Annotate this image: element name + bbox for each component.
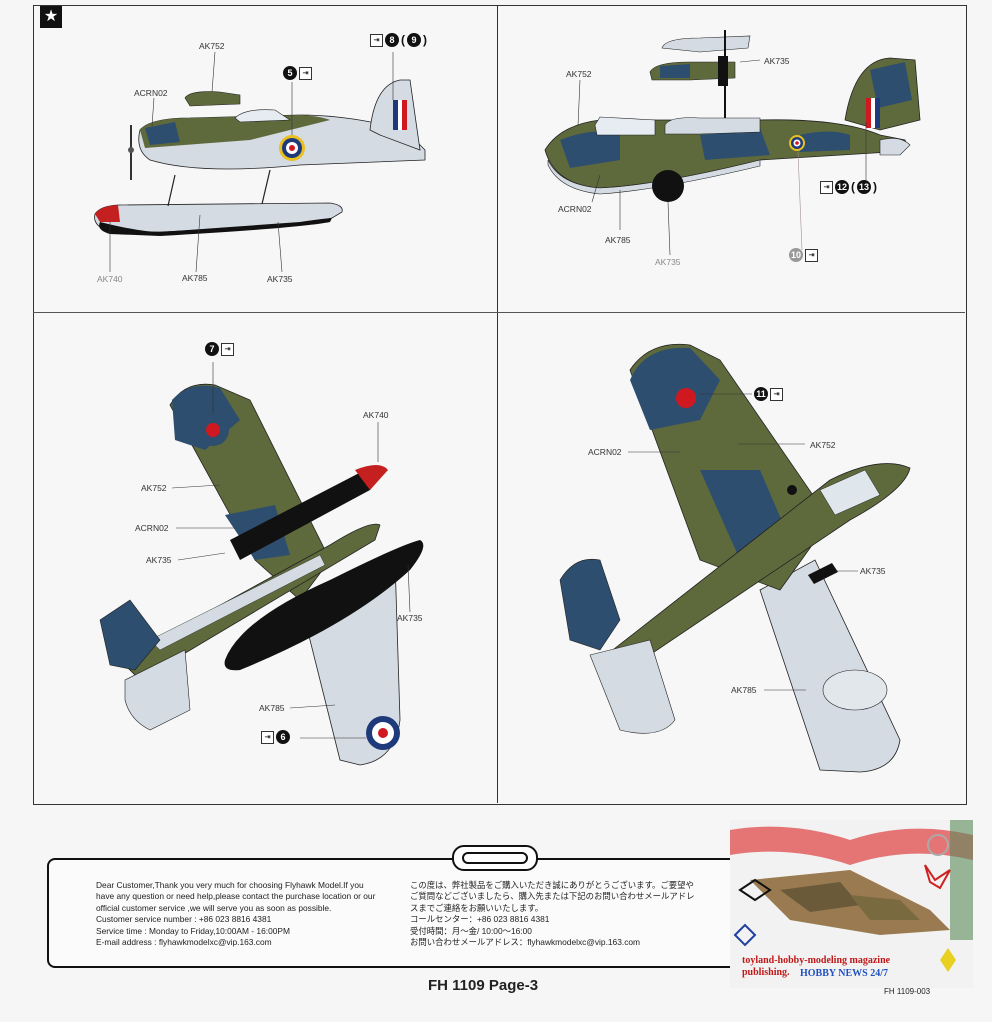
page-code: FH 1109-003 [884, 987, 931, 996]
decal-number: 7 [205, 342, 219, 356]
watermark-line2: publishing. [742, 967, 790, 978]
contact-en-line: E-mail address : flyhawkmodelxc@vip.163.… [96, 937, 272, 948]
decal-number: 13 [857, 180, 871, 194]
decal-number: 6 [276, 730, 290, 744]
label-ak752-br: AK752 [810, 440, 836, 450]
label-ak740-tl: AK740 [97, 274, 123, 284]
decal-number: 12 [835, 180, 849, 194]
contact-en-line: Customer service number : +86 023 8816 4… [96, 914, 272, 925]
horizontal-divider [33, 312, 965, 313]
contact-jp-line: この度は、弊社製品をご購入いただき誠にありがとうございます。ご要望や [410, 880, 694, 890]
decal-number: 10 [789, 248, 803, 262]
decal-number: 8 [385, 33, 399, 47]
decal-8-9: ⇥ 8 ( 9 ) [370, 33, 427, 47]
contact-en-line: have any question or need help,please co… [96, 891, 376, 902]
water-slide-icon: ⇥ [820, 180, 833, 194]
label-ak735-bl2: AK735 [397, 613, 423, 623]
contact-english: Dear Customer,Thank you very much for ch… [96, 880, 406, 948]
label-ak785-bl: AK785 [259, 703, 285, 713]
contact-japanese: この度は、弊社製品をご購入いただき誠にありがとうございます。ご要望や ご質問など… [410, 880, 710, 948]
vertical-divider [497, 5, 498, 803]
contact-en-line: Service time : Monday to Friday,10:00AM … [96, 925, 290, 936]
decal-number: 9 [407, 33, 421, 47]
contact-jp-line: お問い合わせメールアドレス：flyhawkmodelxc@vip.163.com [410, 937, 641, 948]
flying-boat-side-view [544, 30, 921, 256]
customer-service-panel [47, 858, 739, 968]
contact-en-line: Dear Customer,Thank you very much for ch… [96, 880, 364, 890]
water-slide-icon: ⇥ [261, 730, 274, 744]
water-slide-icon: ⇥ [770, 387, 783, 401]
watermark-line3: HOBBY NEWS 24/7 [800, 968, 888, 979]
label-ak785-br: AK785 [731, 685, 757, 695]
water-slide-icon: ⇥ [370, 33, 383, 47]
page-title: FH 1109 Page-3 [428, 977, 539, 994]
contact-jp-line: 受付時間：月～金/ 10:00～16:00 [410, 925, 532, 936]
decal-7: 7 ⇥ [205, 342, 234, 356]
label-ak752-tl: AK752 [199, 41, 225, 51]
decal-5: 5 ⇥ [283, 66, 312, 80]
water-slide-icon: ⇥ [221, 342, 234, 356]
decal-12-13: ⇥ 12 ( 13 ) [820, 180, 877, 194]
label-acrn02-bl: ACRN02 [135, 523, 169, 533]
contact-jp-line: スまでご連絡をお願いいたします。 [410, 902, 544, 913]
contact-jp-line: コールセンター：+86 023 8816 4381 [410, 914, 550, 925]
decal-10: 10 ⇥ [789, 248, 818, 262]
label-acrn02-tr: ACRN02 [558, 204, 592, 214]
contact-en-line: official customer service ,we will serve… [96, 902, 332, 913]
watermark-photo [730, 820, 973, 988]
decal-6: ⇥ 6 [261, 730, 290, 744]
watermark-line1: toyland-hobby-modeling magazine [742, 955, 891, 966]
label-ak752-bl: AK752 [141, 483, 167, 493]
flying-boat-top-view [559, 343, 911, 773]
floatplane-top-view [99, 362, 424, 766]
label-ak740-bl: AK740 [363, 410, 389, 420]
label-acrn02-br: ACRN02 [588, 447, 622, 457]
panel-tab [452, 845, 538, 871]
star-icon: ★ [40, 6, 62, 28]
label-ak735-bl: AK735 [146, 555, 172, 565]
water-slide-icon: ⇥ [299, 66, 312, 80]
label-ak735-tl: AK735 [267, 274, 293, 284]
label-ak735-br: AK735 [860, 566, 886, 576]
label-acrn02-tl: ACRN02 [134, 88, 168, 98]
label-ak735-tr: AK735 [764, 56, 790, 66]
label-ak735-tr2: AK735 [655, 257, 681, 267]
decal-11: 11 ⇥ [754, 387, 783, 401]
label-ak752-tr: AK752 [566, 69, 592, 79]
label-ak785-tl: AK785 [182, 273, 208, 283]
decal-number: 11 [754, 387, 768, 401]
contact-jp-line: ご質問などございましたら、購入先または下記のお問い合わせメールアドレ [410, 891, 695, 902]
label-ak785-tr: AK785 [605, 235, 631, 245]
floatplane-side-view [94, 51, 426, 273]
water-slide-icon: ⇥ [805, 248, 818, 262]
decal-number: 5 [283, 66, 297, 80]
